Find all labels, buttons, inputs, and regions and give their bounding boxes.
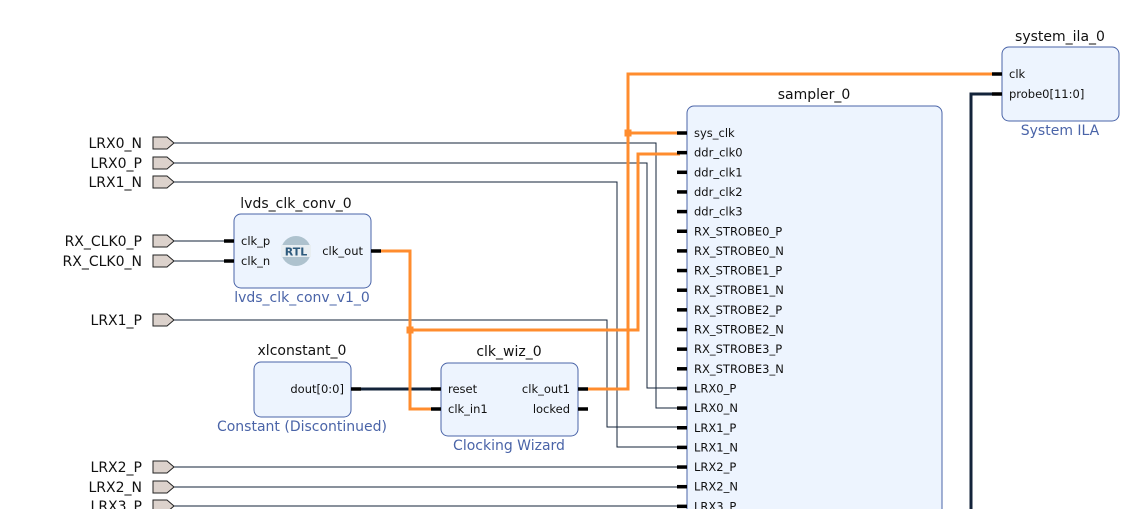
block-type: System ILA <box>1021 123 1100 139</box>
external-port[interactable]: LRX1_P <box>91 313 175 329</box>
external-port[interactable]: LRX2_N <box>89 480 175 496</box>
net-lrx0-p[interactable] <box>174 162 680 389</box>
net-junction <box>406 326 414 334</box>
external-port-label: LRX0_N <box>89 136 143 152</box>
external-port[interactable]: RX_CLK0_N <box>63 254 175 270</box>
external-port[interactable]: LRX1_N <box>89 175 175 191</box>
external-port-label: RX_CLK0_P <box>65 234 142 250</box>
external-port[interactable]: RX_CLK0_P <box>65 234 175 250</box>
block-instance-name: xlconstant_0 <box>258 343 347 359</box>
external-port[interactable]: LRX3_P <box>91 499 175 509</box>
sampler-pin[interactable]: LRX1_P <box>694 421 736 435</box>
sampler-pin[interactable]: LRX2_N <box>694 480 738 494</box>
input-port-icon <box>152 175 175 189</box>
sampler-pin[interactable]: RX_STROBE3_P <box>694 342 782 356</box>
block-instance-name: clk_wiz_0 <box>476 344 541 360</box>
net-ddr-clk0[interactable] <box>410 152 680 332</box>
block-clk-wiz[interactable]: clk_wiz_0 reset clk_in1 clk_out1 locked … <box>431 344 588 454</box>
sampler-pin[interactable]: RX_STROBE2_N <box>694 323 784 337</box>
sampler-pin[interactable]: RX_STROBE0_N <box>694 244 784 258</box>
external-port-label: RX_CLK0_N <box>63 254 142 270</box>
input-port-icon <box>152 499 175 509</box>
input-port-icon <box>152 136 175 150</box>
external-port-label: LRX1_P <box>91 313 142 329</box>
input-port-icon <box>152 313 175 327</box>
sampler-pin[interactable]: RX_STROBE1_P <box>694 264 782 278</box>
sampler-pin[interactable]: RX_STROBE3_N <box>694 362 784 376</box>
external-port[interactable]: LRX0_P <box>91 156 175 172</box>
pin-locked[interactable]: locked <box>533 402 570 416</box>
net-junction <box>624 129 632 137</box>
sampler-pin[interactable]: RX_STROBE0_P <box>694 224 782 238</box>
pin-clk-n[interactable]: clk_n <box>241 254 270 268</box>
block-xlconstant[interactable]: xlconstant_0 dout[0:0] Constant (Discont… <box>217 343 387 435</box>
external-ports: LRX0_N LRX0_P LRX1_N RX_CLK0_P RX_CLK0_N LRX1… <box>63 136 175 509</box>
block-type: lvds_clk_conv_v1_0 <box>234 290 370 306</box>
input-port-icon <box>152 234 175 248</box>
sampler-pin[interactable]: ddr_clk2 <box>694 185 743 199</box>
nets <box>174 72 995 509</box>
sampler-pin[interactable]: RX_STROBE1_N <box>694 283 784 297</box>
block-sampler[interactable]: sampler_0 sys_clk ddr_clk0 ddr_clk1 ddr_clk… <box>677 87 943 509</box>
input-port-icon <box>152 480 175 494</box>
net-lrx1-n[interactable] <box>174 181 680 448</box>
block-type: Clocking Wizard <box>453 438 565 454</box>
sampler-pin[interactable]: LRX2_P <box>694 460 736 474</box>
net-lrx0-n[interactable] <box>174 142 680 409</box>
net-lrx1-p[interactable] <box>174 319 680 428</box>
sampler-pin[interactable]: sys_clk <box>694 126 735 140</box>
rtl-logo-icon: RTL <box>281 236 311 266</box>
svg-text:RTL: RTL <box>285 246 308 259</box>
external-port-label: LRX2_P <box>91 460 142 476</box>
sampler-pin[interactable]: LRX1_N <box>694 440 738 454</box>
input-port-icon <box>152 156 175 170</box>
input-port-icon <box>152 254 175 268</box>
external-port-label: LRX2_N <box>89 480 143 496</box>
pin-clk-p[interactable]: clk_p <box>241 234 270 248</box>
net-clk-out1[interactable] <box>588 72 995 391</box>
pin-clk-in1[interactable]: clk_in1 <box>448 402 488 416</box>
net-probe0[interactable] <box>969 92 995 509</box>
pin-dout[interactable]: dout[0:0] <box>290 382 344 396</box>
block-system-ila[interactable]: system_ila_0 clk probe0[11:0] System ILA <box>992 29 1120 139</box>
external-port-label: LRX3_P <box>91 499 142 509</box>
sampler-pin[interactable]: LRX0_P <box>694 381 736 395</box>
pin-probe0[interactable]: probe0[11:0] <box>1009 87 1084 101</box>
block-type: Constant (Discontinued) <box>217 419 387 435</box>
pin-reset[interactable]: reset <box>448 382 478 396</box>
pin-clk[interactable]: clk <box>1009 67 1026 81</box>
pin-clk-out[interactable]: clk_out <box>322 244 363 258</box>
sampler-pin[interactable]: LRX3_P <box>694 499 736 509</box>
external-port-label: LRX0_P <box>91 156 142 172</box>
sampler-pin[interactable]: RX_STROBE2_P <box>694 303 782 317</box>
sampler-pin[interactable]: LRX0_N <box>694 401 738 415</box>
sampler-pin[interactable]: ddr_clk3 <box>694 205 743 219</box>
block-instance-name: sampler_0 <box>778 87 851 103</box>
external-port-label: LRX1_N <box>89 175 143 191</box>
input-port-icon <box>152 460 175 474</box>
pin-clk-out1[interactable]: clk_out1 <box>522 382 570 396</box>
block-instance-name: system_ila_0 <box>1015 29 1105 45</box>
external-port[interactable]: LRX2_P <box>91 460 175 476</box>
sampler-pin[interactable]: ddr_clk0 <box>694 146 743 160</box>
block-instance-name: lvds_clk_conv_0 <box>240 196 351 212</box>
block-lvds-clk-conv[interactable]: lvds_clk_conv_0 clk_p clk_n clk_out RTL … <box>224 196 381 306</box>
sampler-pin[interactable]: ddr_clk1 <box>694 165 743 179</box>
external-port[interactable]: LRX0_N <box>89 136 175 152</box>
